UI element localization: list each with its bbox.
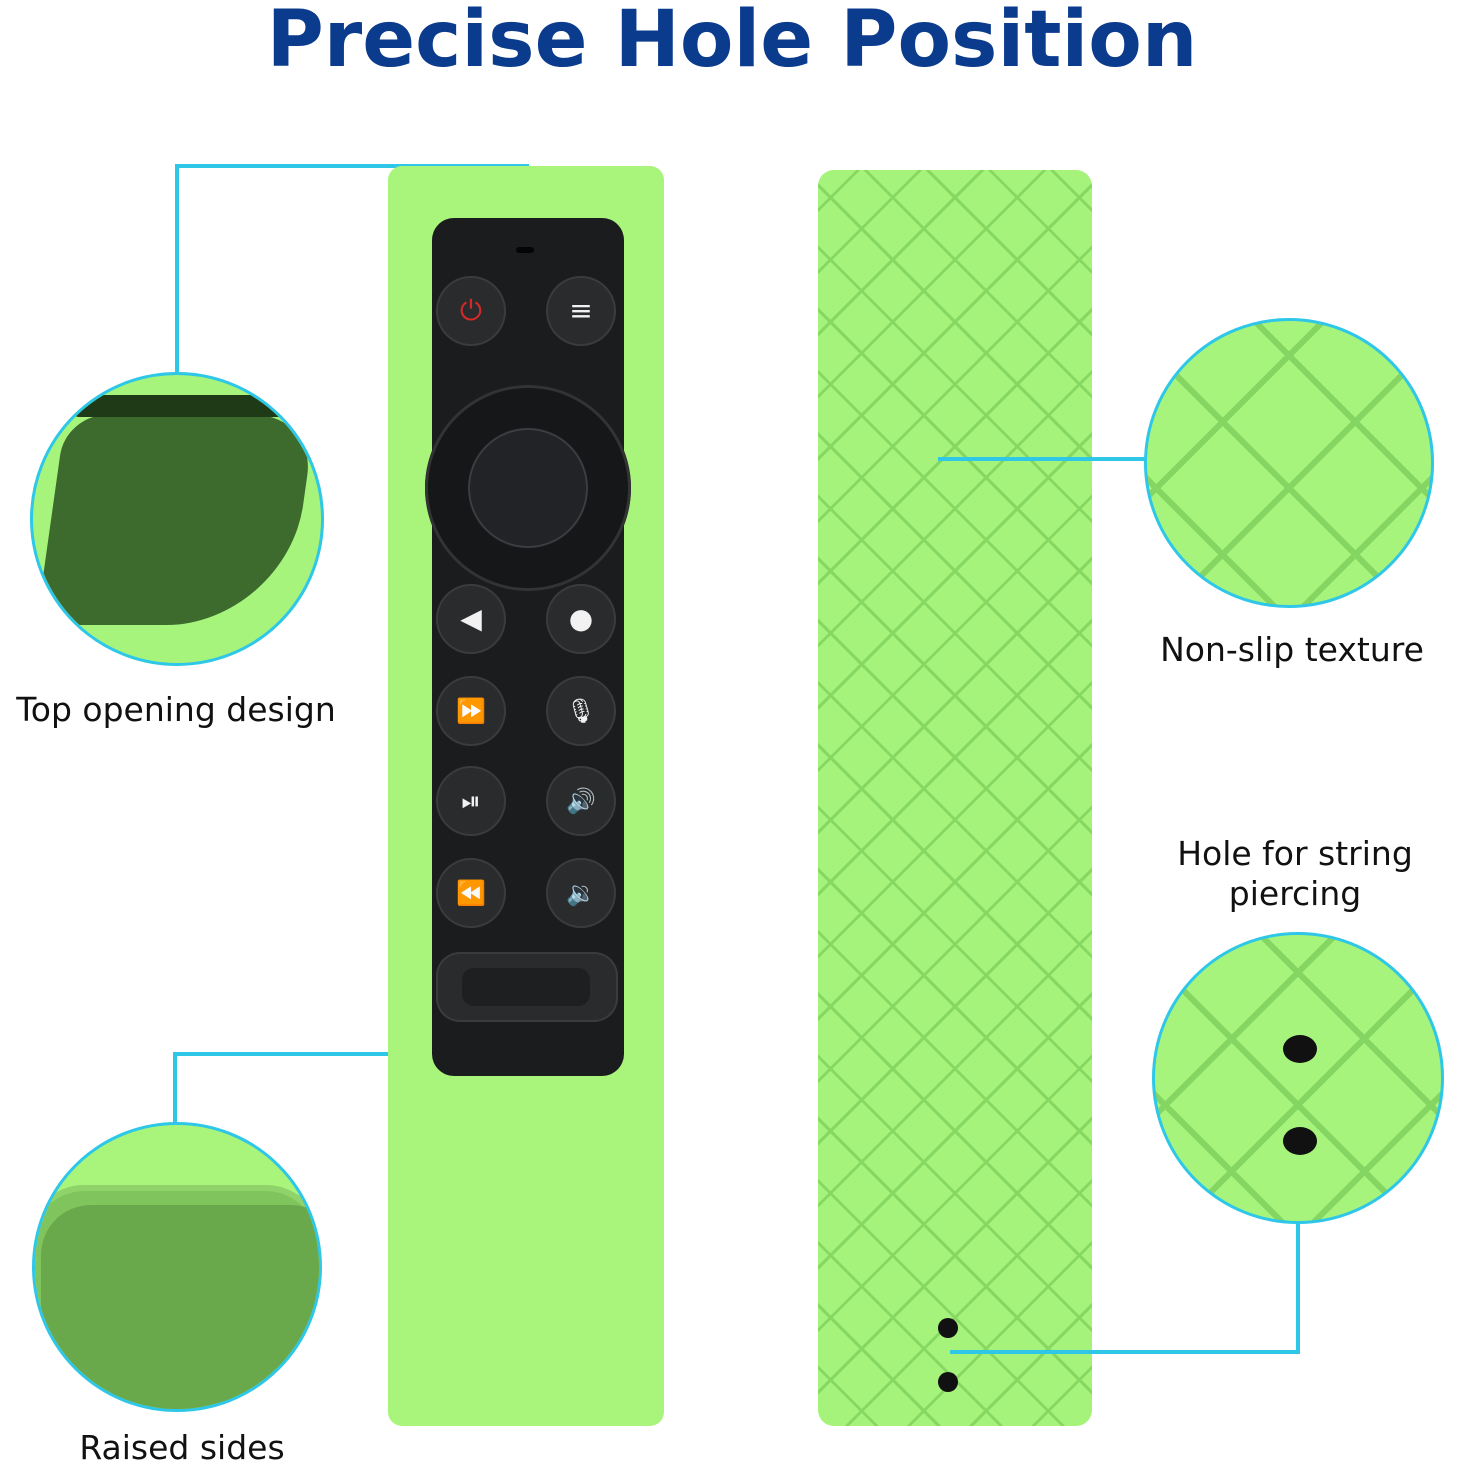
volume-up-button[interactable]: 🔊 (546, 766, 616, 836)
string-hole-bottom (938, 1372, 958, 1392)
remote-led-indicator (516, 247, 534, 253)
string-hole-top (938, 1318, 958, 1338)
opening-inner-shape (36, 415, 316, 625)
callout-line-hole-v (1296, 1216, 1300, 1354)
non-slip-detail-circle (1144, 318, 1434, 608)
fast-forward-button[interactable]: ⏩ (436, 676, 506, 746)
callout-line-bottom-h (173, 1052, 435, 1056)
callout-line-hole-h (950, 1350, 1300, 1354)
dpad-center-button[interactable] (470, 430, 586, 546)
volume-down-button[interactable]: 🔉 (546, 858, 616, 928)
back-silicone-cover-texture (818, 170, 1092, 1426)
menu-button[interactable]: ≡ (546, 276, 616, 346)
top-opening-detail-circle (30, 372, 324, 666)
hole-string-label: Hole for string piercing (1177, 834, 1413, 913)
top-opening-label: Top opening design (16, 690, 336, 729)
string-hole-detail-circle (1152, 932, 1444, 1224)
raised-inner (41, 1205, 319, 1409)
raised-sides-detail-circle (32, 1122, 322, 1412)
callout-line-top-v (175, 164, 179, 374)
callout-line-texture-h (938, 457, 1150, 461)
mic-button[interactable]: 🎙 (546, 676, 616, 746)
opening-rim (73, 395, 303, 417)
play-pause-button[interactable]: ⏯ (436, 766, 506, 836)
back-button[interactable]: ◀ (436, 584, 506, 654)
app-shortcut-button-inset (462, 968, 590, 1006)
page-title: Precise Hole Position (266, 0, 1198, 85)
power-button[interactable]: ⏻ (436, 276, 506, 346)
raised-sides-label: Raised sides (79, 1428, 285, 1467)
callout-line-top-h (175, 164, 529, 168)
zoom-hole-top (1283, 1035, 1317, 1063)
zoom-hole-bottom (1283, 1127, 1317, 1155)
non-slip-label: Non-slip texture (1160, 630, 1424, 669)
rewind-button[interactable]: ⏪ (436, 858, 506, 928)
callout-line-bottom-v (173, 1052, 177, 1124)
home-button[interactable]: ● (546, 584, 616, 654)
